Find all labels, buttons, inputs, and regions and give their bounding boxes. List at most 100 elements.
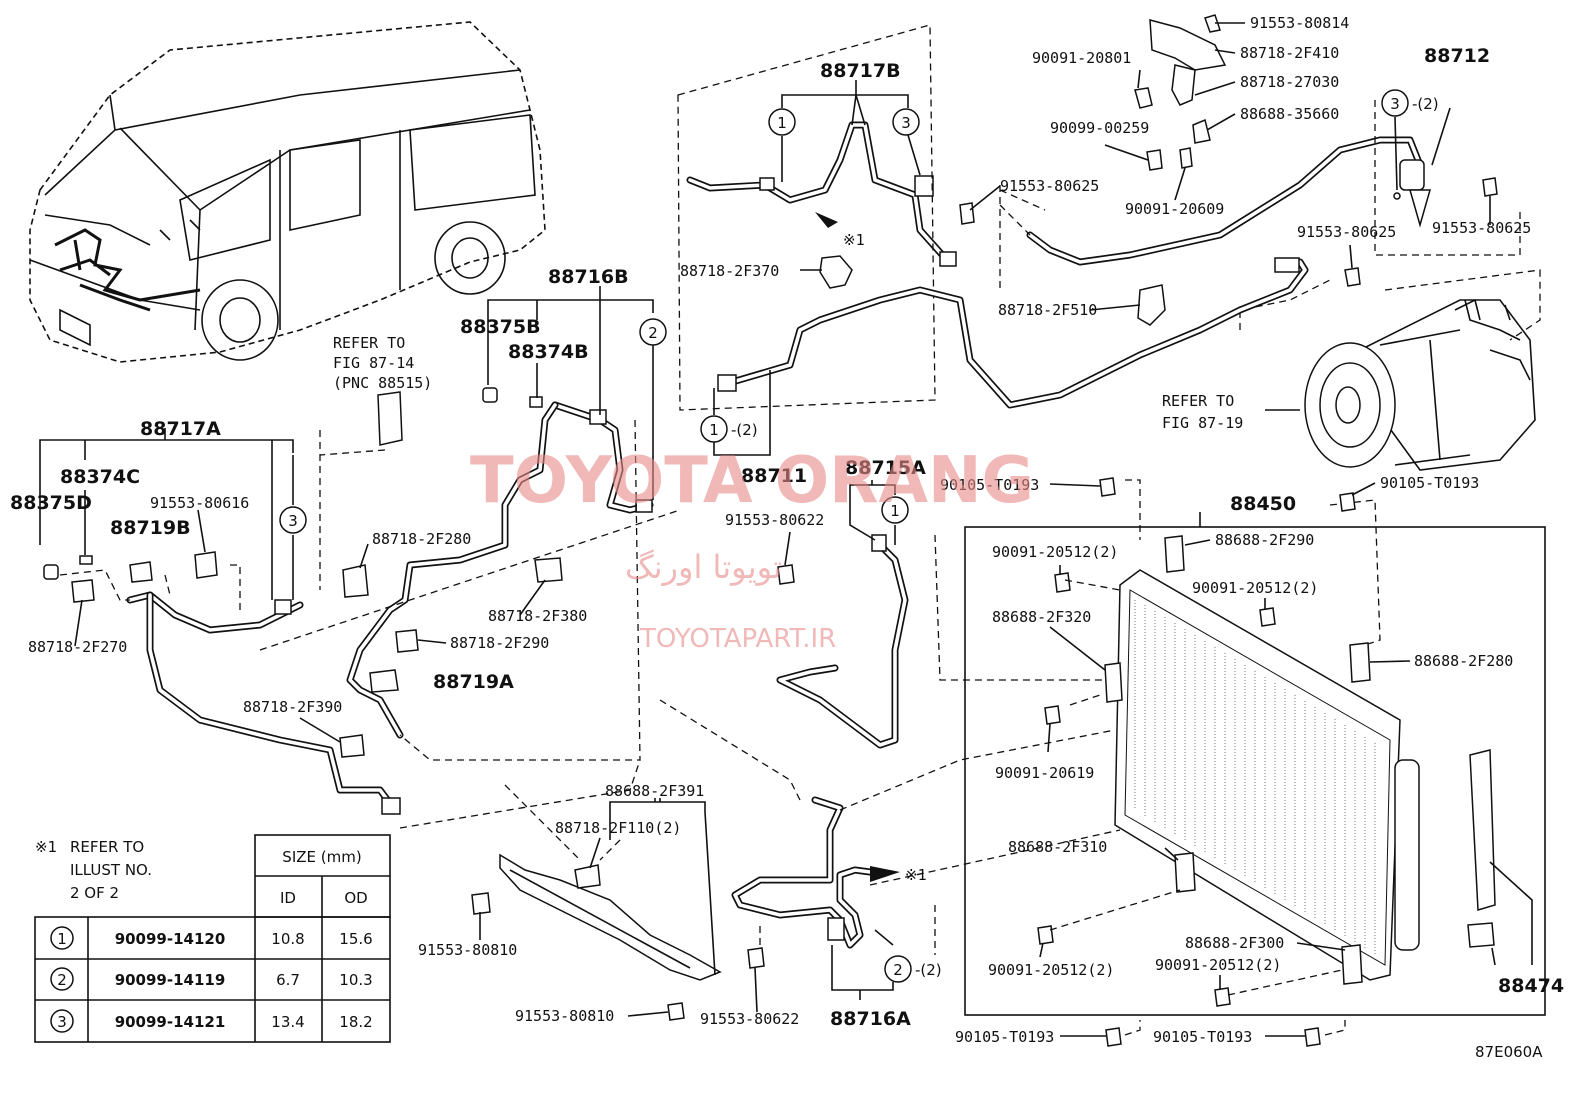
label-88688-2F310: 88688-2F310 (1008, 838, 1107, 856)
fitting-icon (871, 534, 887, 552)
label-90091-20512-c: 90091-20512(2) (988, 961, 1114, 979)
label-90099-00259: 90099-00259 (1050, 119, 1149, 137)
valve-icon (377, 391, 403, 446)
size-header: SIZE (mm) (282, 848, 361, 866)
note-line3: 2 OF 2 (70, 884, 119, 902)
svg-text:3: 3 (1390, 95, 1400, 113)
svg-text:1: 1 (709, 421, 719, 439)
refer-87-19-line1: REFER TO (1162, 392, 1234, 410)
circle-3-88717B: 3 (892, 108, 920, 136)
label-88718-2F390: 88718-2F390 (243, 698, 342, 716)
label-88688-2F280: 88688-2F280 (1414, 652, 1513, 670)
svg-text:3: 3 (288, 512, 298, 530)
clamp-icon (395, 629, 419, 653)
label-90105-T0193-c: 90105-T0193 (955, 1028, 1054, 1046)
label-91553-80622-a: 91553-80622 (725, 511, 824, 529)
arrow-icon (815, 212, 838, 228)
note-line2: ILLUST NO. (70, 861, 152, 879)
label-90091-20512-b: 90091-20512(2) (1192, 579, 1318, 597)
circle-1-88711: 1 -(2) (700, 415, 758, 443)
fitting-icon (939, 251, 957, 267)
label-88474: 88474 (1498, 975, 1564, 997)
support-bracket-88688-2F391 (471, 853, 722, 1021)
size-table: SIZE (mm) ID OD 1 90099-14120 10.8 15.6 … (34, 834, 391, 1043)
svg-text:2: 2 (893, 961, 903, 979)
circle-3-88712: 3 -(2) (1381, 89, 1439, 117)
label-91553-80810-a: 91553-80810 (418, 941, 517, 959)
svg-text:-(2): -(2) (1412, 95, 1439, 113)
label-88718-2F280: 88718-2F280 (372, 530, 471, 548)
label-88719A: 88719A (433, 671, 514, 693)
label-90091-20512-a: 90091-20512(2) (992, 543, 1118, 561)
label-90091-20801: 90091-20801 (1032, 49, 1131, 67)
circle-3-88717A: 3 (279, 506, 307, 534)
pipe-88715A (776, 534, 909, 749)
condenser-frame (964, 526, 1546, 1016)
watermark-url: TOYOTAPART.IR (639, 624, 836, 654)
label-88688-35660: 88688-35660 (1240, 105, 1339, 123)
row-id: 6.7 (276, 971, 300, 989)
clamp-icon (819, 255, 853, 289)
pipe-88717B (686, 121, 957, 267)
row-num: 3 (57, 1013, 67, 1031)
row-part: 90099-14121 (115, 1013, 226, 1031)
svg-text:-(2): -(2) (731, 421, 758, 439)
arrow-icon (870, 866, 900, 882)
row-part: 90099-14120 (115, 930, 226, 948)
clamp-icon (534, 557, 563, 583)
van-illustration (29, 21, 546, 363)
label-91553-80625-a: 91553-80625 (1000, 177, 1099, 195)
label-90105-T0193-b: 90105-T0193 (1380, 474, 1479, 492)
label-88718-2F270: 88718-2F270 (28, 638, 127, 656)
label-90091-20512-d: 90091-20512(2) (1155, 956, 1281, 974)
label-88717A: 88717A (140, 418, 221, 440)
compressor-illustration (1304, 298, 1536, 471)
pipe-88716A (731, 796, 874, 949)
label-88712: 88712 (1424, 45, 1490, 67)
label-88717B: 88717B (820, 60, 901, 82)
label-88718-2F110: 88718-2F110(2) (555, 819, 681, 837)
hose-88711 (717, 257, 1309, 409)
arrow-mark-2: ※1 (905, 866, 927, 884)
svg-text:2: 2 (648, 324, 658, 342)
pipe-88716B (346, 387, 654, 739)
bracket-icon (1164, 535, 1185, 573)
label-88718-2F410: 88718-2F410 (1240, 44, 1339, 62)
row-num: 1 (57, 930, 67, 948)
pipe-88717A (126, 591, 401, 815)
fitting-icon (759, 177, 775, 191)
row-num: 2 (57, 971, 67, 989)
label-88718-2F380: 88718-2F380 (488, 607, 587, 625)
circle-1-88717B: 1 (768, 108, 796, 136)
bolt-icon (194, 551, 218, 579)
label-88718-27030: 88718-27030 (1240, 73, 1339, 91)
cap-icon (482, 387, 498, 403)
svg-text:-(2): -(2) (915, 961, 942, 979)
watermark-latin: TOYOTA ORANG (470, 444, 1034, 518)
fitting-icon (717, 374, 737, 392)
label-91553-80810-b: 91553-80810 (515, 1007, 614, 1025)
label-88688-2F391: 88688-2F391 (605, 782, 704, 800)
label-91553-80616: 91553-80616 (150, 494, 249, 512)
clamp-icon (339, 734, 365, 758)
receiver-88474 (1467, 749, 1496, 948)
bracket-icon (1349, 642, 1371, 683)
valve-core-icon (529, 396, 543, 408)
clamp-icon (71, 579, 95, 603)
label-88715A: 88715A (845, 457, 926, 479)
note-mark: ※1 (35, 838, 57, 856)
bracket-icon (1149, 19, 1227, 71)
clamp-icon (1137, 284, 1166, 326)
label-91553-80622-b: 91553-80622 (700, 1010, 799, 1028)
svg-text:3: 3 (901, 114, 911, 132)
label-90105-T0193-a: 90105-T0193 (940, 476, 1039, 494)
label-88374B: 88374B (508, 341, 589, 363)
label-91553-80625-b: 91553-80625 (1297, 223, 1396, 241)
label-88375D: 88375D (10, 492, 92, 514)
label-88450: 88450 (1230, 493, 1296, 515)
switch-icon (369, 669, 399, 693)
label-88374C: 88374C (60, 466, 140, 488)
switch-icon (129, 561, 153, 583)
fitting-icon (914, 175, 934, 197)
